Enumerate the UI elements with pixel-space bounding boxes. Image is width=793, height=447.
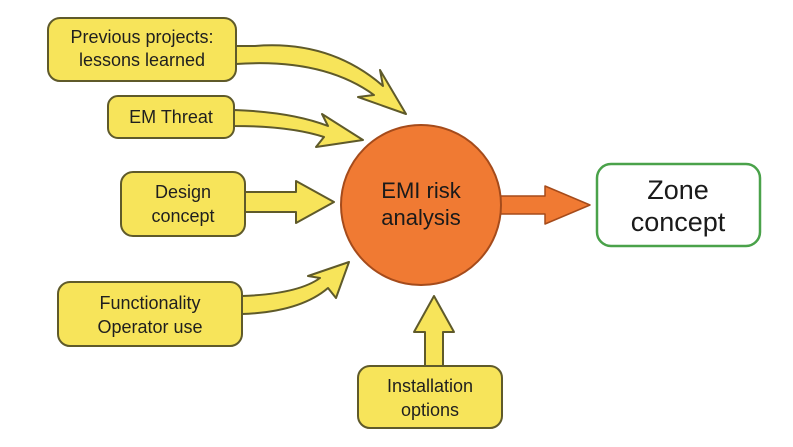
arrow-previous-projects — [235, 44, 407, 115]
input-label-line: Design — [155, 182, 211, 202]
input-label-line: Functionality — [99, 293, 200, 313]
input-box-em-threat: EM Threat — [107, 95, 235, 139]
emi-risk-analysis-node: EMI risk analysis — [340, 124, 502, 286]
input-label-line: options — [401, 400, 459, 420]
arrow-em-threat — [233, 109, 364, 148]
arrow-functionality — [241, 261, 350, 315]
center-label-line: analysis — [381, 205, 460, 230]
input-box-design-concept: Design concept — [120, 171, 246, 237]
input-arrows — [233, 44, 455, 369]
zone-label-line: concept — [631, 207, 726, 237]
input-label-line: lessons learned — [79, 50, 205, 70]
input-box-installation: Installation options — [357, 365, 503, 429]
center-label-line: EMI risk — [381, 178, 461, 203]
zone-concept-box: Zone concept — [595, 162, 762, 248]
input-box-previous-projects: Previous projects: lessons learned — [47, 17, 237, 82]
input-boxes: Previous projects: lessons learned EM Th… — [47, 17, 503, 429]
input-label-line: Installation — [387, 376, 473, 396]
arrow-to-zone-concept — [499, 185, 591, 225]
input-label-line: Operator use — [97, 317, 202, 337]
arrow-installation — [413, 295, 455, 369]
input-box-functionality: Functionality Operator use — [57, 281, 243, 347]
input-label-line: Previous projects: — [70, 27, 213, 47]
input-label-line: EM Threat — [129, 107, 213, 127]
input-label-line: concept — [151, 206, 214, 226]
arrow-design-concept — [244, 180, 335, 224]
zone-label-line: Zone — [647, 175, 709, 205]
